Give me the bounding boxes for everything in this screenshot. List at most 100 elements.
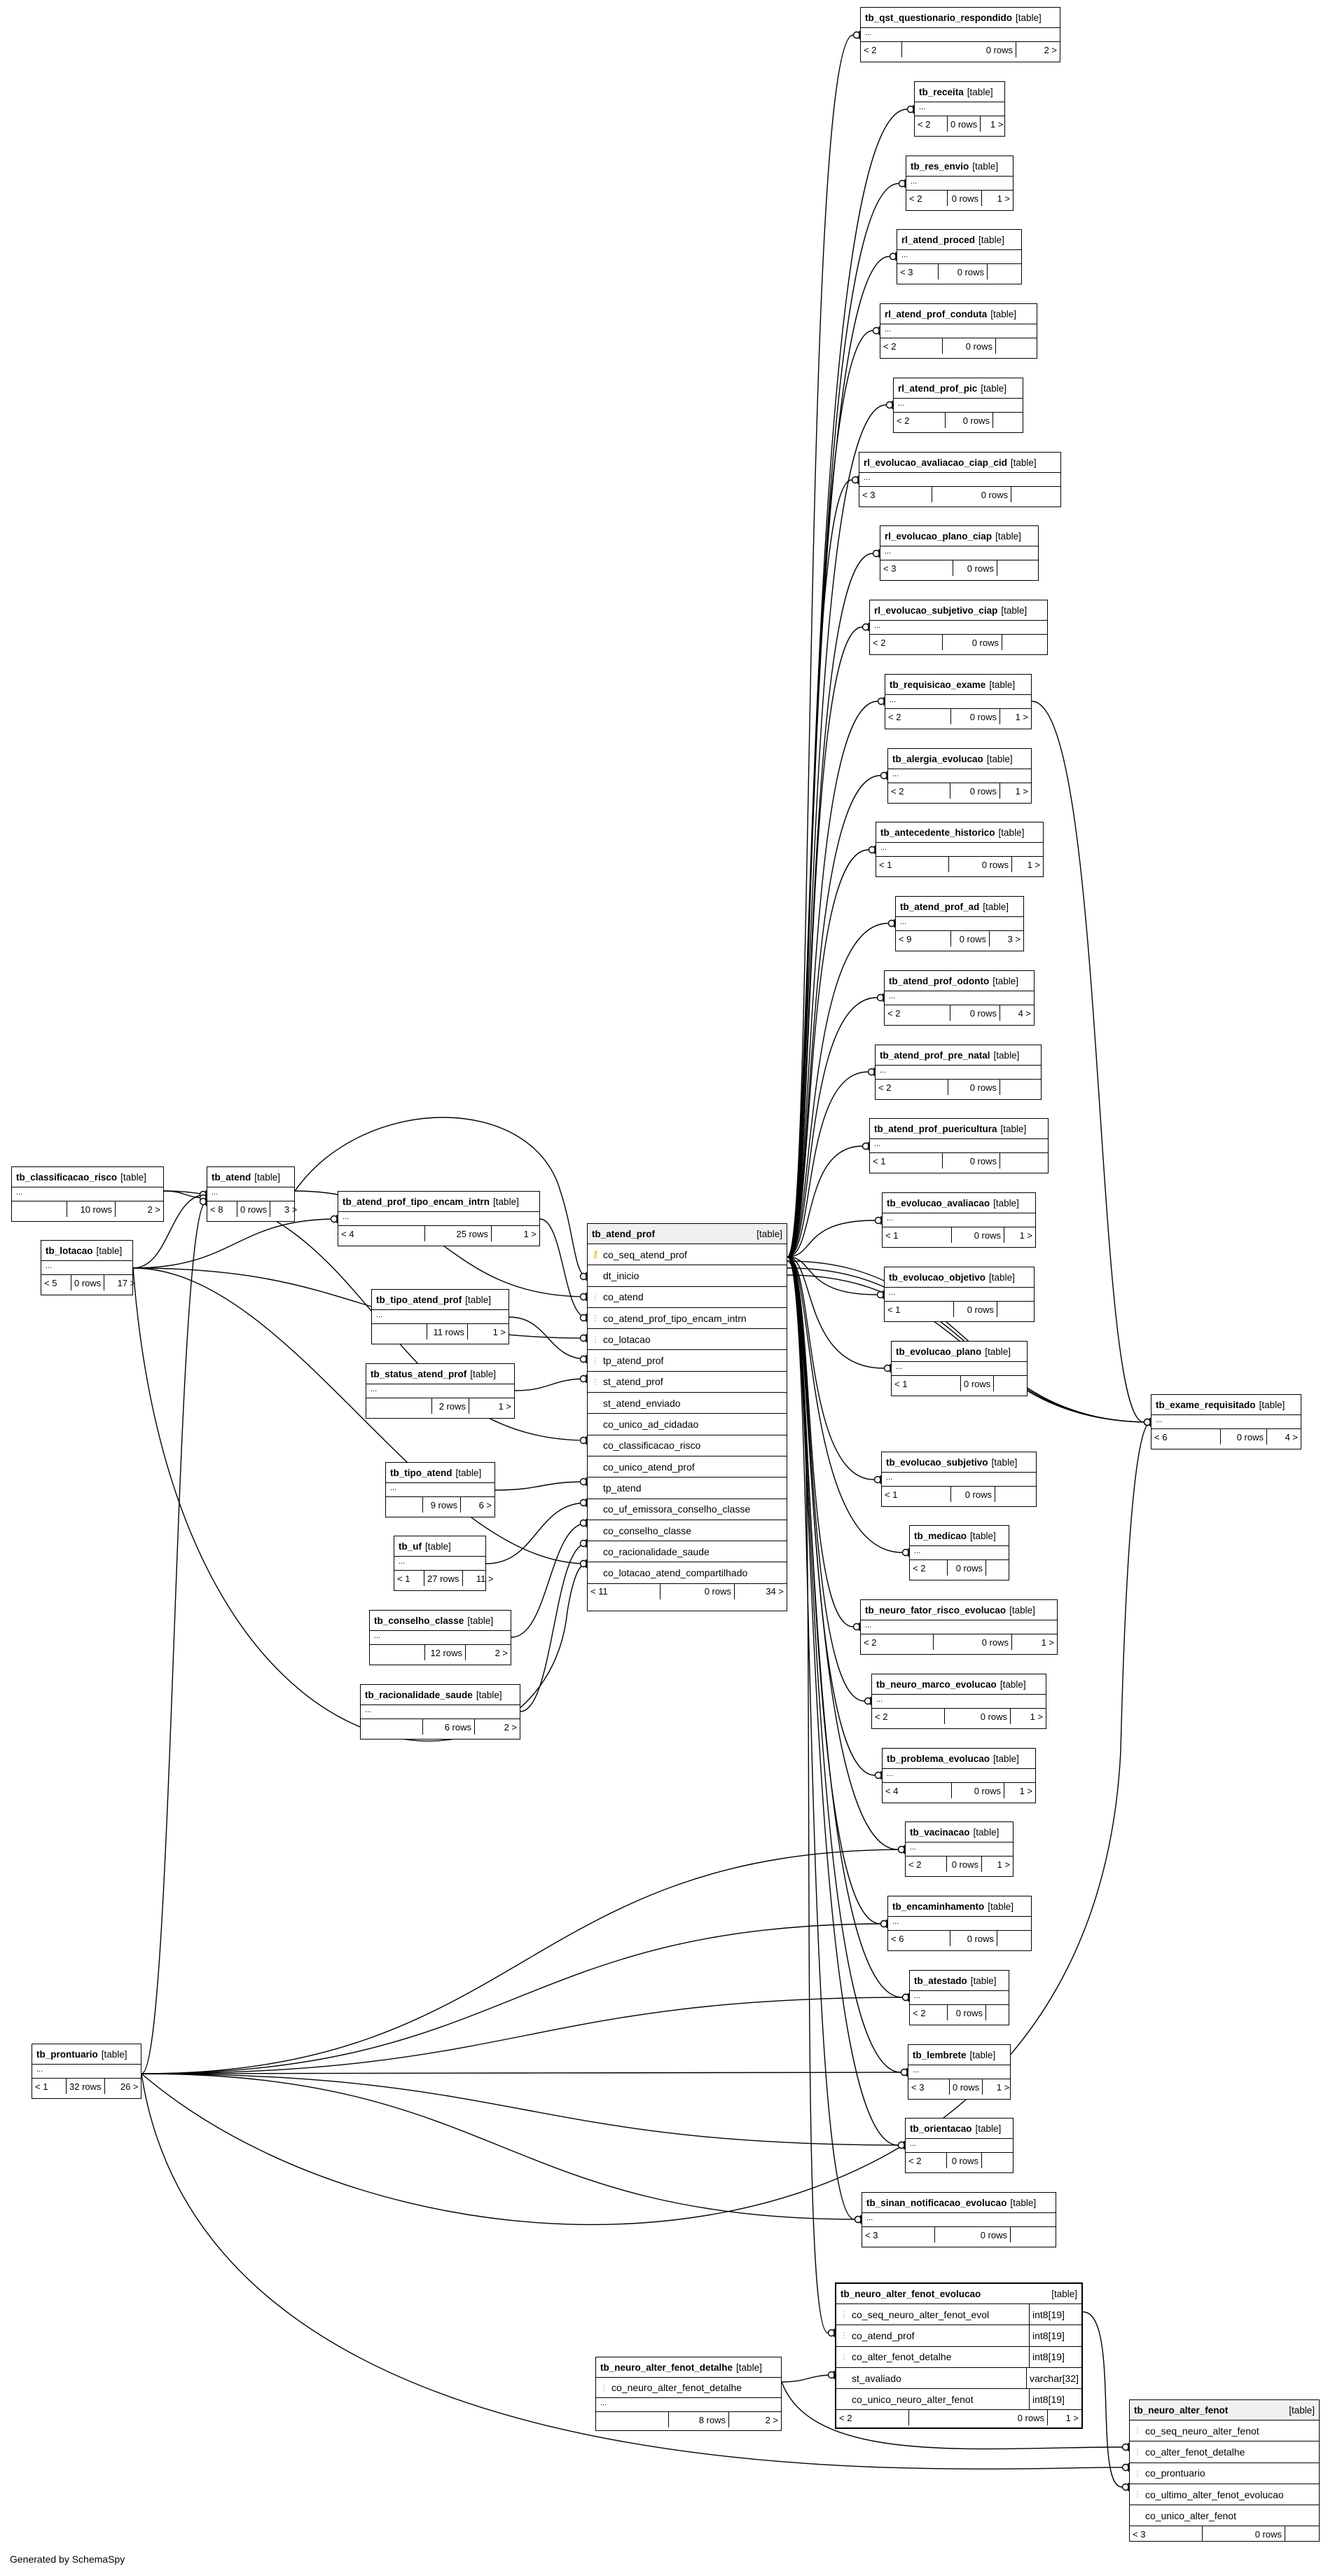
- optional-marker: [579, 1559, 588, 1568]
- row-count: 0 rows: [932, 487, 1011, 502]
- table-tb_atend_prof[interactable]: tb_atend_prof[table] ⚷co_seq_atend_prof …: [587, 1223, 787, 1611]
- relationship-line: [787, 1220, 876, 1258]
- parents-count: < 2: [887, 1007, 901, 1019]
- table-name: tb_evolucao_objetivo: [889, 1272, 986, 1283]
- row-count: 0 rows: [950, 1487, 995, 1502]
- table-rl_evolucao_avaliacao_ciap_cid[interactable]: rl_evolucao_avaliacao_ciap_cid[table] ..…: [859, 452, 1061, 507]
- optional-marker: [852, 31, 861, 39]
- column-icon: ⋮: [1133, 2448, 1142, 2457]
- table-rl_evolucao_subjetivo_ciap[interactable]: rl_evolucao_subjetivo_ciap[table] ... < …: [869, 600, 1048, 655]
- column-ellipsis: ...: [910, 1546, 1009, 1560]
- table-kind: [table]: [101, 2048, 127, 2060]
- relationship-line: [141, 1201, 207, 2074]
- table-tb_qst_questionario_respondido[interactable]: tb_qst_questionario_respondido[table] ..…: [860, 7, 1060, 62]
- children-count: [995, 1487, 1036, 1502]
- row-count: 0 rows: [933, 1634, 1011, 1650]
- table-kind: [table]: [1001, 605, 1028, 616]
- table-tb_classificacao_risco[interactable]: tb_classificacao_risco[table] ... 10 row…: [11, 1166, 164, 1222]
- column-ellipsis: ...: [861, 28, 1060, 42]
- relationship-line: [511, 1522, 588, 1638]
- table-name: tb_neuro_alter_fenot_detalhe: [600, 2362, 733, 2373]
- column-ellipsis: ...: [885, 695, 1031, 709]
- column-ellipsis: ...: [876, 843, 1043, 857]
- table-tb_atend_prof_tipo_encam_intrn[interactable]: tb_atend_prof_tipo_encam_intrn[table] ..…: [338, 1191, 540, 1246]
- optional-marker: [880, 1920, 888, 1928]
- relationship-line: [141, 2072, 908, 2074]
- optional-marker: [579, 1539, 588, 1548]
- column-name: co_seq_neuro_alter_fenot_evol: [852, 2308, 990, 2320]
- table-name: tb_medicao: [914, 1530, 967, 1541]
- relationship-line: [494, 1481, 588, 1491]
- table-tb_neuro_alter_fenot_detalhe[interactable]: tb_neuro_alter_fenot_detalhe[table] ⋮co_…: [595, 2357, 782, 2431]
- table-tb_sinan_notificacao_evolucao[interactable]: tb_sinan_notificacao_evolucao[table] ...…: [862, 2192, 1056, 2247]
- column-name: co_alter_fenot_detalhe: [852, 2351, 952, 2363]
- relationship-line: [787, 1256, 885, 1369]
- optional-marker: [827, 2371, 836, 2379]
- children-count: [1000, 1080, 1041, 1095]
- row-count: 27 rows: [424, 1571, 462, 1586]
- optional-marker: [579, 1519, 588, 1527]
- column-ellipsis: ...: [41, 1261, 132, 1275]
- column-ellipsis: ...: [910, 1991, 1009, 2005]
- table-tb_neuro_alter_fenot[interactable]: tb_neuro_alter_fenot[table] ⋮co_seq_neur…: [1129, 2399, 1320, 2542]
- column-type: int8[19]: [1029, 2389, 1081, 2410]
- table-tb_racionalidade_saude[interactable]: tb_racionalidade_saude[table] ... 6 rows…: [360, 1684, 520, 1740]
- column-name: dt_inicio: [603, 1269, 639, 1281]
- column-ellipsis: ...: [885, 1288, 1034, 1302]
- table-kind: [table]: [993, 1753, 1019, 1764]
- parents-count: < 2: [864, 44, 877, 55]
- optional-marker: [872, 549, 880, 558]
- children-count: [997, 1302, 1034, 1317]
- relationship-line: [539, 1218, 588, 1318]
- children-count: [995, 338, 1037, 354]
- table-kind: [table]: [981, 383, 1007, 394]
- optional-marker: [862, 1142, 870, 1150]
- children-count: [1002, 635, 1047, 650]
- table-kind: [table]: [254, 1171, 281, 1183]
- table-kind: [table]: [756, 1228, 782, 1239]
- row-count: 0 rows: [71, 1275, 104, 1290]
- table-kind: [table]: [425, 1541, 451, 1552]
- row-count: 0 rows: [950, 1005, 1000, 1021]
- column-ellipsis: ...: [394, 1557, 485, 1571]
- column-name: st_atend_enviado: [603, 1397, 681, 1409]
- table-tb_atend_prof_puericultura[interactable]: tb_atend_prof_puericultura[table] ... < …: [869, 1118, 1049, 1173]
- table-kind: [table]: [1010, 2197, 1037, 2208]
- table-tb_neuro_alter_fenot_evolucao[interactable]: tb_neuro_alter_fenot_evolucao[table] ⋮co…: [835, 2282, 1083, 2429]
- column-name: tp_atend_prof: [603, 1355, 664, 1367]
- table-tb_neuro_fator_risco_evolucao[interactable]: tb_neuro_fator_risco_evolucao[table] ...…: [860, 1599, 1058, 1655]
